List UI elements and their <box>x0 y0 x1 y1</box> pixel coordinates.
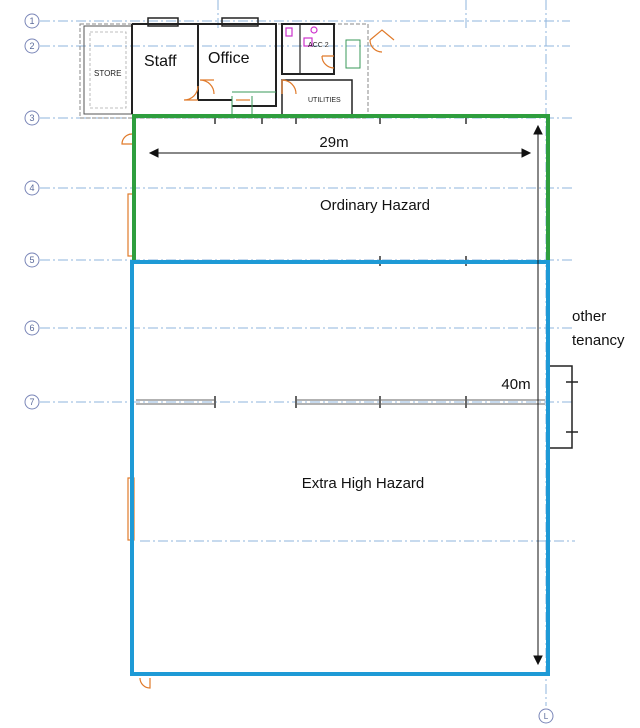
upper-rooms <box>79 17 369 119</box>
office-room-walls <box>198 23 277 107</box>
grid-bubble-3: 3 <box>24 110 40 126</box>
grid-bubble-4: 4 <box>24 180 40 196</box>
grid-bubble-5-label: 5 <box>29 255 34 265</box>
external-door <box>369 29 395 53</box>
grid-bubble-7: 7 <box>24 394 40 410</box>
staff-door <box>183 85 199 101</box>
acc-room <box>281 23 335 75</box>
width-dimension <box>148 148 532 158</box>
grid-bubbles: 1 2 3 4 5 6 7 L <box>24 13 554 724</box>
width-dimension-label: 29m <box>319 134 348 151</box>
length-dimension <box>533 124 543 666</box>
other-tenancy-label-line2: tenancy <box>572 332 625 349</box>
extra-high-hazard-label: Extra High Hazard <box>302 475 425 492</box>
ordinary-hazard-label: Ordinary Hazard <box>320 197 430 214</box>
utilities-door <box>281 79 297 95</box>
grid-bubble-6-label: 6 <box>29 323 34 333</box>
length-dimension-label: 40m <box>501 376 530 393</box>
grid-bubble-7-label: 7 <box>29 397 34 407</box>
grid-bubble-1-label: 1 <box>29 16 34 26</box>
grid-bubble-2-label: 2 <box>29 41 34 51</box>
grid-bubble-6: 6 <box>24 320 40 336</box>
office-top-niche <box>221 17 259 27</box>
basin-icon <box>303 37 313 47</box>
doors <box>121 29 395 689</box>
extra-high-hazard-zone <box>130 260 550 676</box>
grid-bubble-L-label: L <box>544 712 549 721</box>
west-door-upper <box>121 133 133 145</box>
office-door <box>199 79 215 95</box>
south-door <box>139 677 151 689</box>
grid-lines <box>40 0 575 706</box>
store-inner-dash <box>89 31 127 109</box>
stair-block <box>345 39 361 69</box>
grid-bubble-3-label: 3 <box>29 113 34 123</box>
grid-bubble-L: L <box>538 708 554 724</box>
staff-label: Staff <box>144 53 177 70</box>
sanitary-fixtures <box>285 26 318 47</box>
wc-icon <box>285 27 293 37</box>
wc-bowl-icon <box>310 26 318 34</box>
utilities-label: UTILITIES <box>308 97 341 104</box>
grid-bubble-1: 1 <box>24 13 40 29</box>
grid-bubble-4-label: 4 <box>29 183 34 193</box>
acc-door <box>321 55 335 69</box>
other-tenancy-wall <box>548 365 578 449</box>
acc-label: ACC 2 <box>308 42 329 49</box>
staff-top-niche <box>147 17 179 27</box>
office-label: Office <box>208 50 250 67</box>
grid-bubble-2: 2 <box>24 38 40 54</box>
grid-bubble-5: 5 <box>24 252 40 268</box>
other-tenancy-label-line1: other <box>572 308 606 325</box>
store-label: STORE <box>94 69 121 78</box>
